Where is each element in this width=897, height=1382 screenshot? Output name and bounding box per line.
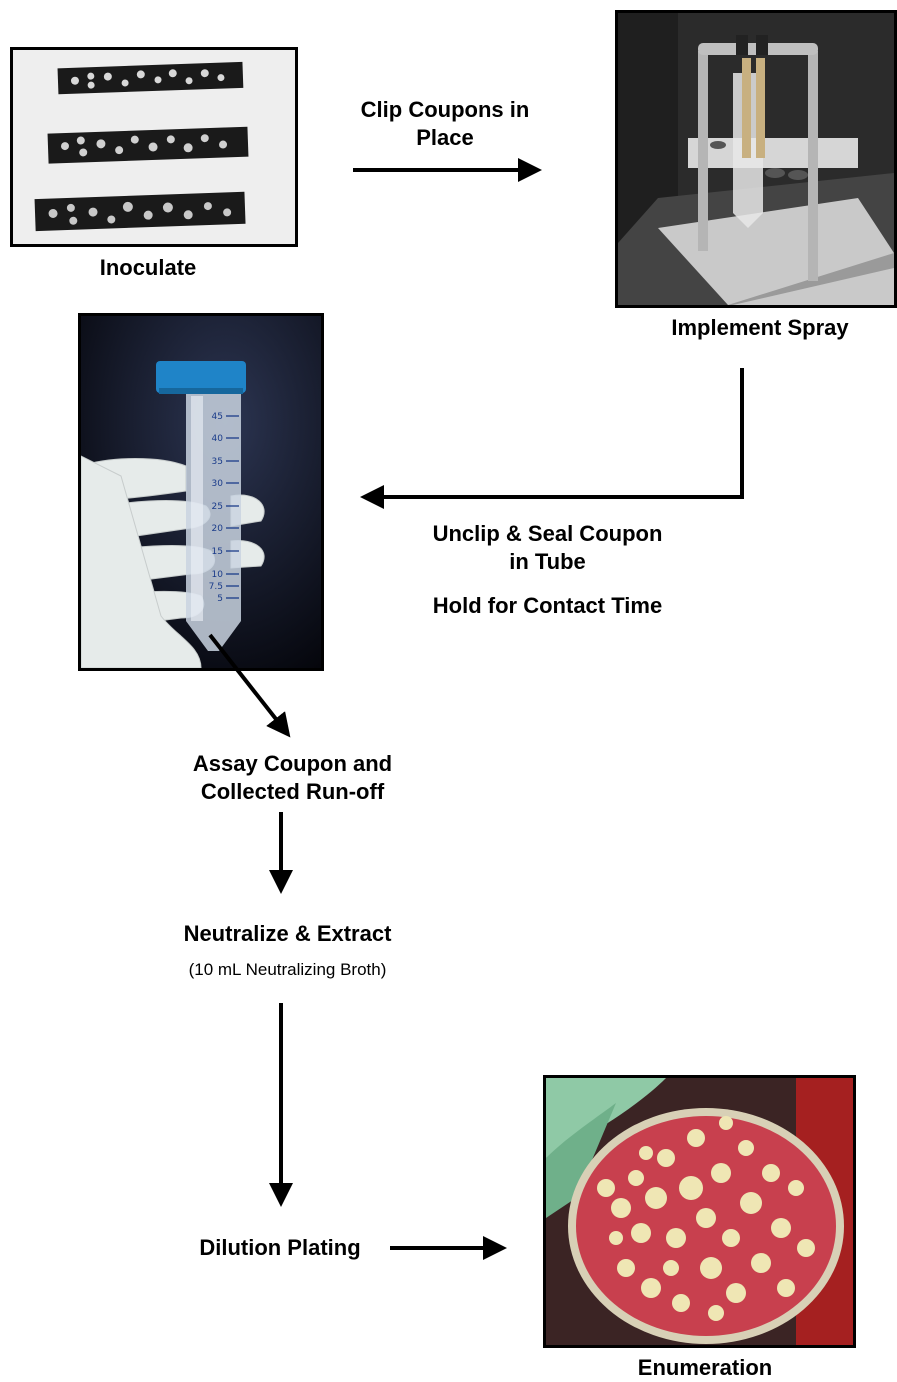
arrow-unclip — [372, 368, 742, 497]
arrow-assay — [210, 635, 283, 728]
